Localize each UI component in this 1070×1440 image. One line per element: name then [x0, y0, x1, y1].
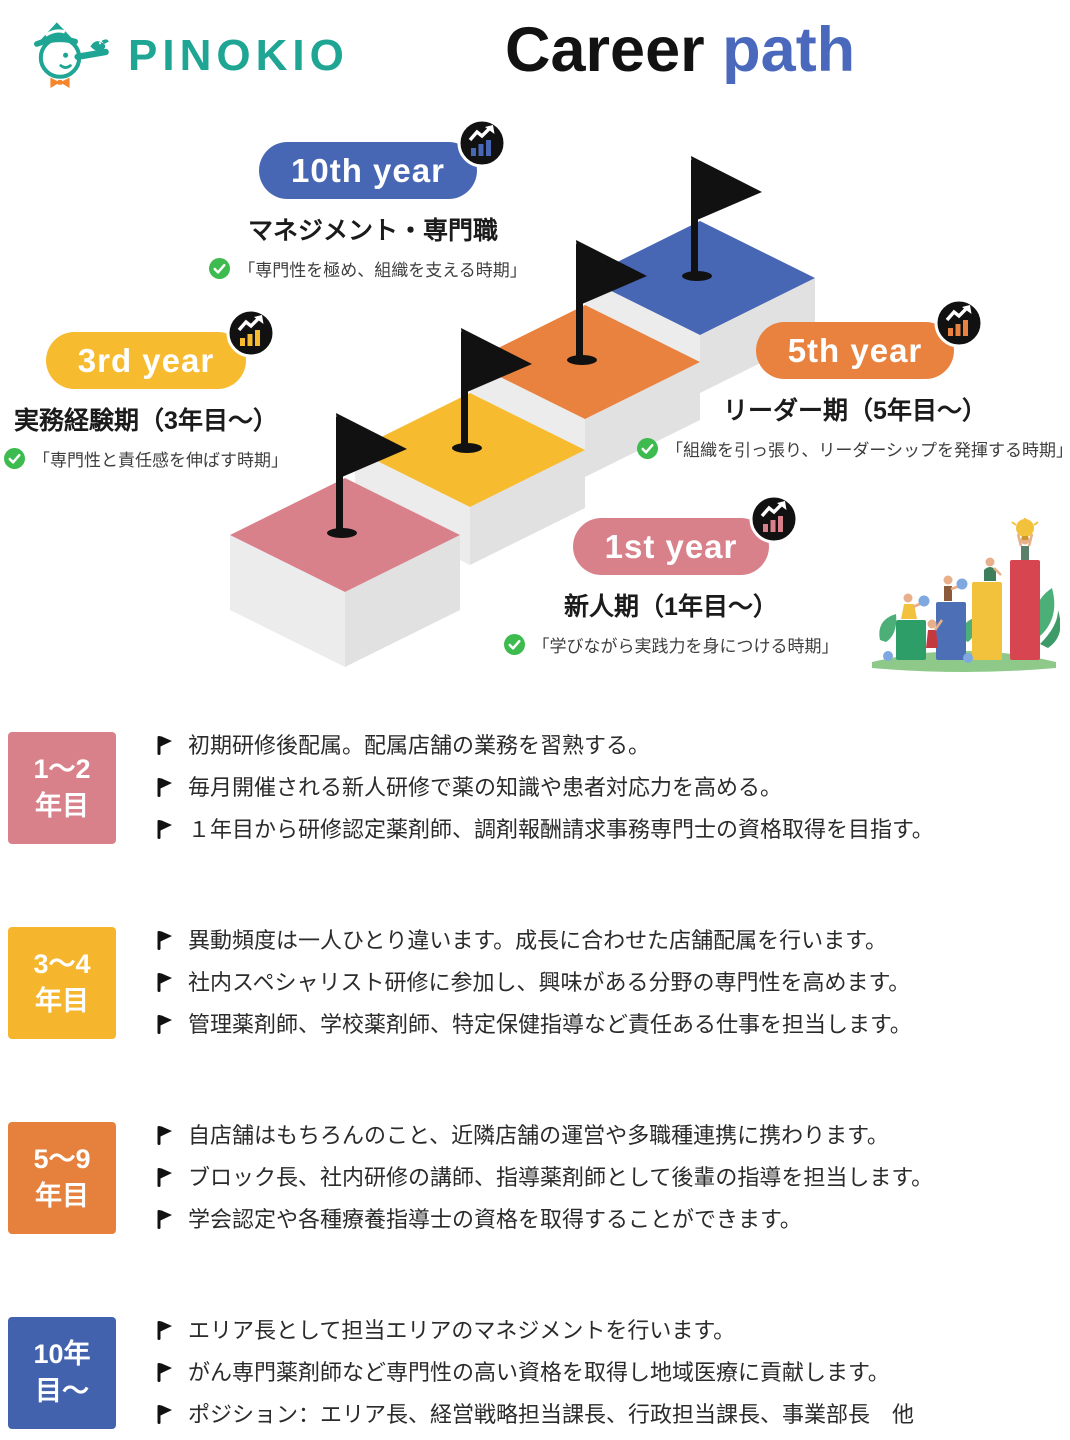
milestone-title: リーダー期（5年目〜）: [723, 397, 987, 425]
flag-bullet-icon: [157, 1405, 172, 1424]
stage-label-1-2: 1〜2 年目: [8, 731, 116, 844]
title-path: path: [722, 15, 856, 85]
milestone-note: 「専門性を極め、組織を支える時期」: [209, 256, 527, 281]
logo-text: PINOKIO: [128, 31, 349, 80]
stage-items: 自店舗はもちろんのこと、近隣店舗の運営や多職種連携に携わります。 ブロック長、社…: [156, 1120, 933, 1235]
flag-bullet-icon: [157, 736, 172, 755]
step-3rd-year: [355, 328, 585, 565]
stage-bullet: 異動頻度は一人ひとり違います。成長に合わせた店舗配属を行います。: [156, 925, 912, 956]
milestone-title: マネジメント・専門職: [248, 217, 499, 245]
flag-icon: [327, 413, 407, 538]
growth-chart-icon: [226, 308, 276, 358]
stage-label-10plus: 10年 目〜: [8, 1316, 116, 1429]
stage-bullet: 管理薬剤師、学校薬剤師、特定保健指導など責任ある仕事を担当します。: [156, 1009, 912, 1040]
stage-label-bottom: 目〜: [35, 1375, 89, 1406]
stage-label-top: 5〜9: [33, 1144, 91, 1175]
stage-section-5-9: 5〜9 年目 自店舗はもちろんのこと、近隣店舗の運営や多職種連携に携わります。 …: [8, 1120, 1062, 1235]
milestone-note-text: 「組織を引っ張り、リーダーシップを発揮する時期」: [666, 441, 1070, 460]
stage-bullet: がん専門薬剤師など専門性の高い資格を取得し地域医療に貢献します。: [156, 1357, 914, 1388]
staircase-graphic: [230, 156, 815, 667]
milestone-5th-year: 5th year リーダー期（5年目〜） 「組織を引っ張り、リーダーシップを発揮…: [637, 298, 1070, 461]
flag-bullet-icon: [157, 1126, 172, 1145]
stage-bullet: ポジション：エリア長、経営戦略担当課長、行政担当課長、事業部長 他: [156, 1399, 914, 1430]
stage-sections: 1〜2 年目 初期研修後配属。配属店舗の業務を習熟する。 毎月開催される新人研修…: [0, 702, 1070, 1430]
stage-bullet: 自店舗はもちろんのこと、近隣店舗の運営や多職種連携に携わります。: [156, 1120, 933, 1151]
stage-items: 異動頻度は一人ひとり違います。成長に合わせた店舗配属を行います。 社内スペシャリ…: [156, 925, 912, 1040]
step-1st-year: [230, 413, 460, 667]
stage-label-top: 10年: [33, 1339, 91, 1370]
growth-chart-icon: [934, 298, 984, 348]
page-title: Career path: [505, 14, 855, 86]
people-growth-illustration: [872, 518, 1060, 672]
logo: PINOKIO: [28, 14, 349, 98]
milestone-note-text: 「学びながら実践力を身につける時期」: [532, 637, 839, 656]
stage-label-bottom: 年目: [35, 985, 89, 1016]
badge-3rd-year: 3rd year: [45, 332, 247, 389]
pinokio-mascot-icon: [34, 22, 109, 88]
flag-bullet-icon: [157, 1321, 172, 1340]
milestone-title: 実務経験期（3年目〜）: [14, 407, 278, 435]
stage-label-5-9: 5〜9 年目: [8, 1121, 116, 1234]
career-staircase-diagram: 10th year マネジメント・専門職 「専門性を極め、組織を支える時期」 3…: [0, 110, 1070, 702]
stage-bullet: ブロック長、社内研修の講師、指導薬剤師として後輩の指導を担当します。: [156, 1162, 933, 1193]
milestone-3rd-year: 3rd year 実務経験期（3年目〜） 「専門性と責任感を伸ばす時期」: [0, 308, 292, 471]
milestone-title: 新人期（1年目〜）: [564, 593, 778, 621]
badge-10th-year: 10th year: [259, 142, 477, 199]
stage-bullet: 毎月開催される新人研修で薬の知識や患者対応力を高める。: [156, 772, 934, 803]
flag-bullet-icon: [157, 1015, 172, 1034]
flag-bullet-icon: [157, 931, 172, 950]
stage-bullet: エリア長として担当エリアのマネジメントを行います。: [156, 1315, 914, 1346]
flag-icon: [567, 240, 647, 365]
growth-chart-icon: [457, 118, 507, 168]
milestone-note: 「学びながら実践力を身につける時期」: [503, 632, 839, 657]
milestone-note: 「専門性と責任感を伸ばす時期」: [0, 446, 292, 471]
milestone-note: 「組織を引っ張り、リーダーシップを発揮する時期」: [637, 436, 1070, 461]
check-icon: [637, 438, 659, 459]
flag-bullet-icon: [157, 1168, 172, 1187]
check-icon: [4, 448, 25, 469]
stage-section-3-4: 3〜4 年目 異動頻度は一人ひとり違います。成長に合わせた店舗配属を行います。 …: [8, 925, 1062, 1040]
title-career: Career: [505, 15, 705, 85]
flag-icon: [452, 328, 532, 453]
milestone-note-text: 「専門性と責任感を伸ばす時期」: [33, 451, 288, 470]
flag-bullet-icon: [157, 1210, 172, 1229]
check-icon: [503, 634, 525, 655]
stage-bullet: １年目から研修認定薬剤師、調剤報酬請求事務専門士の資格取得を目指す。: [156, 814, 934, 845]
stage-label-top: 1〜2: [33, 754, 91, 785]
milestone-note-text: 「専門性を極め、組織を支える時期」: [238, 261, 527, 280]
step-5th-year: [470, 240, 700, 477]
stage-items: エリア長として担当エリアのマネジメントを行います。 がん専門薬剤師など専門性の高…: [156, 1315, 914, 1430]
badge-5th-year: 5th year: [755, 322, 955, 379]
milestone-1st-year: 1st year 新人期（1年目〜） 「学びながら実践力を身につける時期」: [503, 494, 839, 657]
check-icon: [209, 258, 231, 279]
stage-bullet: 初期研修後配属。配属店舗の業務を習熟する。: [156, 730, 934, 761]
milestone-10th-year: 10th year マネジメント・専門職 「専門性を極め、組織を支える時期」: [209, 118, 527, 281]
flag-bullet-icon: [157, 778, 172, 797]
flag-bullet-icon: [157, 973, 172, 992]
stage-label-bottom: 年目: [35, 790, 89, 821]
header: PINOKIO Career path: [0, 0, 1070, 110]
stage-section-10plus: 10年 目〜 エリア長として担当エリアのマネジメントを行います。 がん専門薬剤師…: [8, 1315, 1062, 1430]
badge-1st-year: 1st year: [572, 518, 770, 575]
stage-label-bottom: 年目: [35, 1180, 89, 1211]
growth-chart-icon: [749, 494, 799, 544]
stage-items: 初期研修後配属。配属店舗の業務を習熟する。 毎月開催される新人研修で薬の知識や患…: [156, 730, 934, 845]
flag-bullet-icon: [157, 1363, 172, 1382]
stage-label-3-4: 3〜4 年目: [8, 926, 116, 1039]
stage-bullet: 社内スペシャリスト研修に参加し、興味がある分野の専門性を高めます。: [156, 967, 912, 998]
stage-section-1-2: 1〜2 年目 初期研修後配属。配属店舗の業務を習熟する。 毎月開催される新人研修…: [8, 730, 1062, 845]
flag-icon: [682, 156, 762, 281]
stage-label-top: 3〜4: [33, 949, 91, 980]
stage-bullet: 学会認定や各種療養指導士の資格を取得することができます。: [156, 1204, 933, 1235]
flag-bullet-icon: [157, 820, 172, 839]
